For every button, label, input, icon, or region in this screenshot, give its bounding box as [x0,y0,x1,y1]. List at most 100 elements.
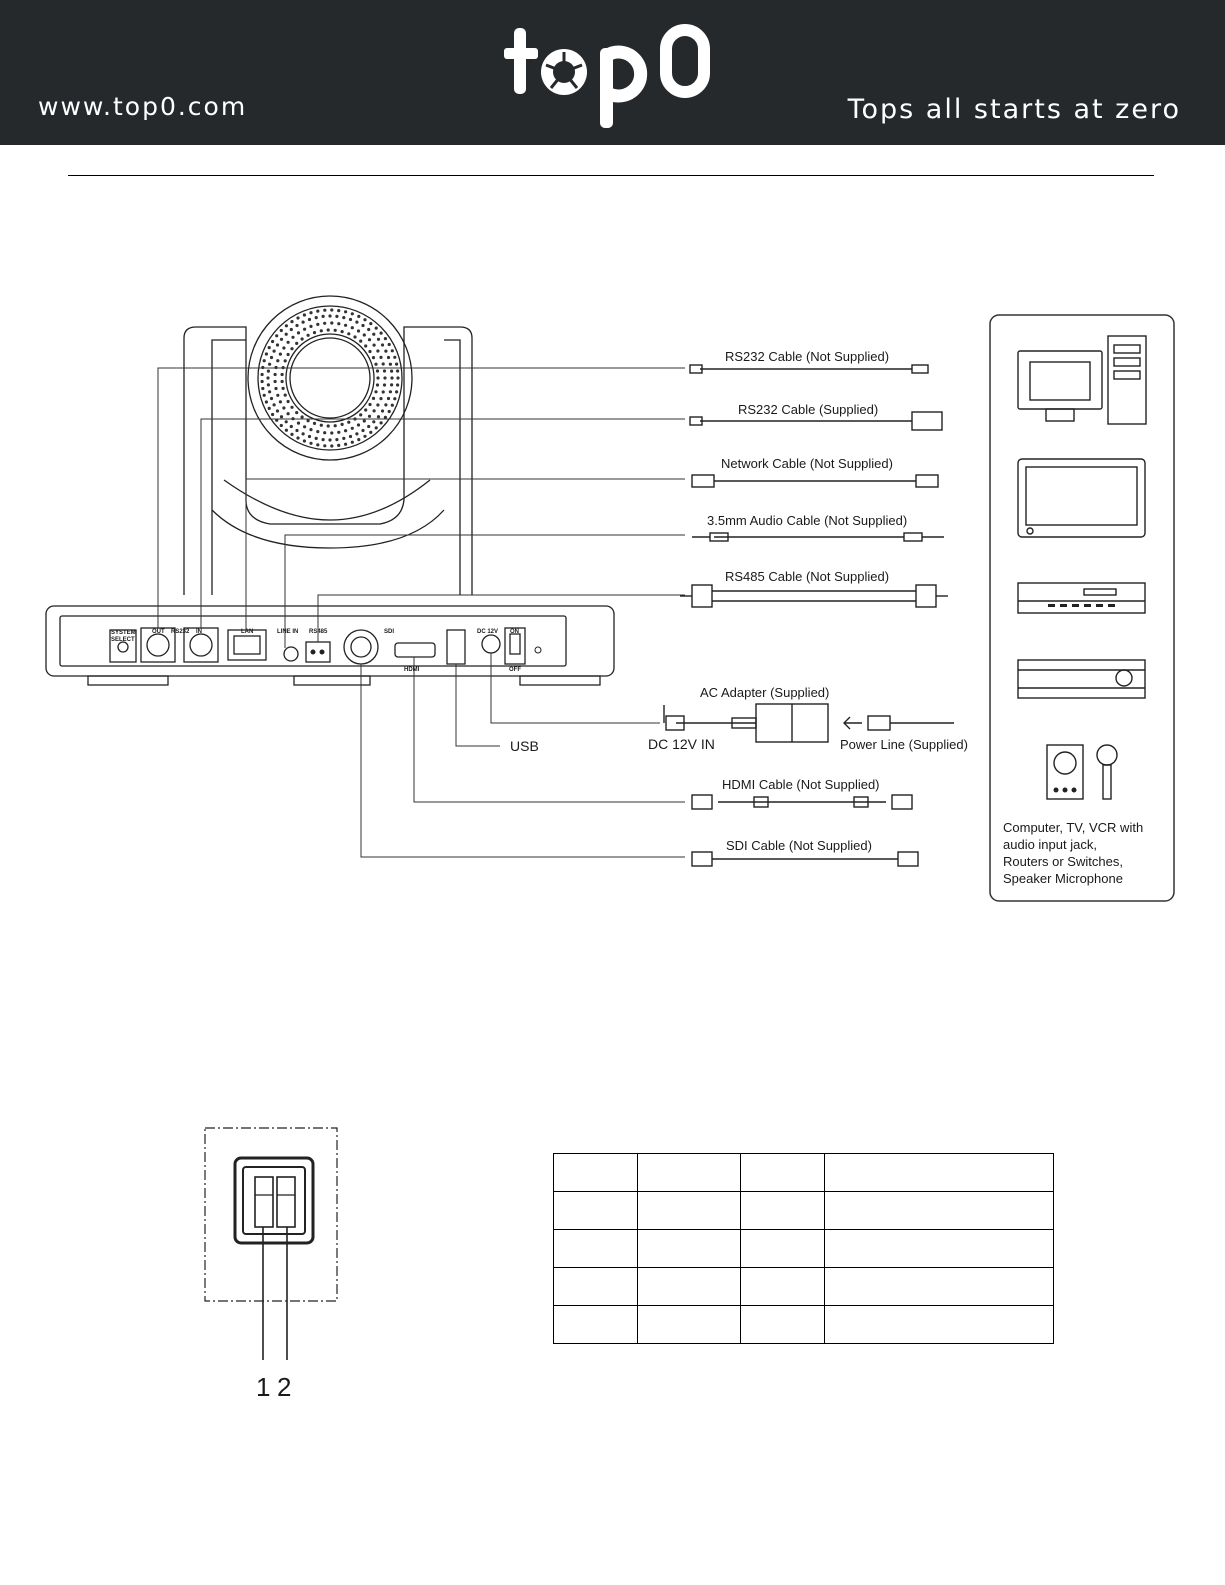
grille-dot [328,314,332,318]
grille-dot [276,393,280,397]
grille-dot [321,438,325,442]
grille-dot [379,421,383,425]
grille-dot [267,406,271,410]
grille-dot [269,396,274,401]
grille-dot [350,440,354,444]
cable-label-rs485: RS485 Cable (Not Supplied) [725,569,889,584]
grille-dot [368,402,372,407]
grille-dot [344,442,348,446]
grille-dot [347,332,351,336]
grille-dot [275,343,280,347]
grille-dot [350,326,354,330]
grille-dot [296,421,301,425]
cable-label-rs232-supplied: RS232 Cable (Supplied) [738,402,878,417]
grille-dot [307,317,312,322]
grille-dot [374,390,378,394]
grille-dot [362,333,366,337]
grille-dot [278,352,282,356]
grille-dot [381,390,385,394]
grille-dot [384,349,388,353]
grille-dot [356,423,361,427]
table-row [553,1229,1054,1268]
site-url[interactable]: www.top0.com [38,92,248,121]
grille-dot [386,396,391,401]
grille-dot [323,431,327,435]
grille-dot [323,321,327,325]
microphone-icon [1096,744,1118,766]
grille-dot [374,326,378,330]
table-cell [740,1229,825,1268]
grille-dot [348,317,353,322]
page-header: www.top0.com Tops all starts at zero [0,0,1225,145]
grille-dot [271,339,275,344]
grille-dot [266,376,270,380]
grille-dot [396,369,400,373]
grille-dot [290,347,294,351]
grille-dot [367,338,372,342]
grille-dot [342,436,346,440]
grille-dot [337,443,341,447]
grille-dot [323,308,327,312]
grille-dot [350,426,354,430]
grille-dot [273,372,277,377]
grille-dot [372,420,376,424]
grille-dot [279,337,284,341]
grille-dot [284,420,288,424]
grille-dot [344,429,348,433]
table-cell [637,1267,741,1306]
grille-dot [295,428,299,433]
device-panel [989,314,1175,902]
grille-dot [390,369,394,373]
table-cell [637,1229,741,1268]
grille-dot [335,438,339,442]
cable-label-audio: 3.5mm Audio Cable (Not Supplied) [707,513,907,528]
grille-dot [321,314,325,318]
grille-dot [376,349,380,353]
grille-dot [374,362,378,366]
grille-dot [295,341,299,345]
grille-dot [363,318,367,322]
grille-dot [350,312,354,316]
grille-dot [312,421,317,425]
grille-dot [286,352,290,357]
grille-dot [371,356,376,360]
table-cell [553,1153,638,1192]
grille-dot [272,403,276,407]
grille-dot [302,313,306,317]
table-cell [637,1305,741,1344]
grille-dot [361,428,365,433]
grille-dot [279,423,283,428]
grille-dot [353,335,357,339]
grille-dot [357,314,361,318]
grille-dot [384,403,388,407]
grille-dot [264,352,268,356]
pin-assignment-table [553,1153,1054,1344]
grille-dot [268,362,272,366]
grille-dot [284,332,288,336]
grille-dot [326,328,330,332]
router-icon [1017,659,1146,699]
grille-dot [290,432,294,436]
grille-dot [396,376,400,380]
grille-dot [333,328,337,332]
port-label-off: OFF [509,667,521,673]
grille-dot [306,333,310,337]
grille-dot [348,434,353,439]
grille-dot [264,400,268,404]
grille-dot [337,322,341,326]
grille-dot [306,419,310,423]
usb-label: USB [510,738,539,754]
grille-dot [382,369,387,373]
grille-dot [262,393,266,397]
grille-dot [386,355,391,360]
grille-dot [342,316,346,320]
grille-dot [290,320,294,324]
grille-dot [312,331,317,335]
grille-dot [396,383,400,387]
ac-adapter-label: AC Adapter (Supplied) [700,685,829,700]
grille-dot [281,386,285,390]
grille-dot [276,359,280,363]
grille-dot [273,379,277,384]
devices-caption-line-3: Routers or Switches, [1003,854,1123,869]
grille-dot [340,422,344,426]
